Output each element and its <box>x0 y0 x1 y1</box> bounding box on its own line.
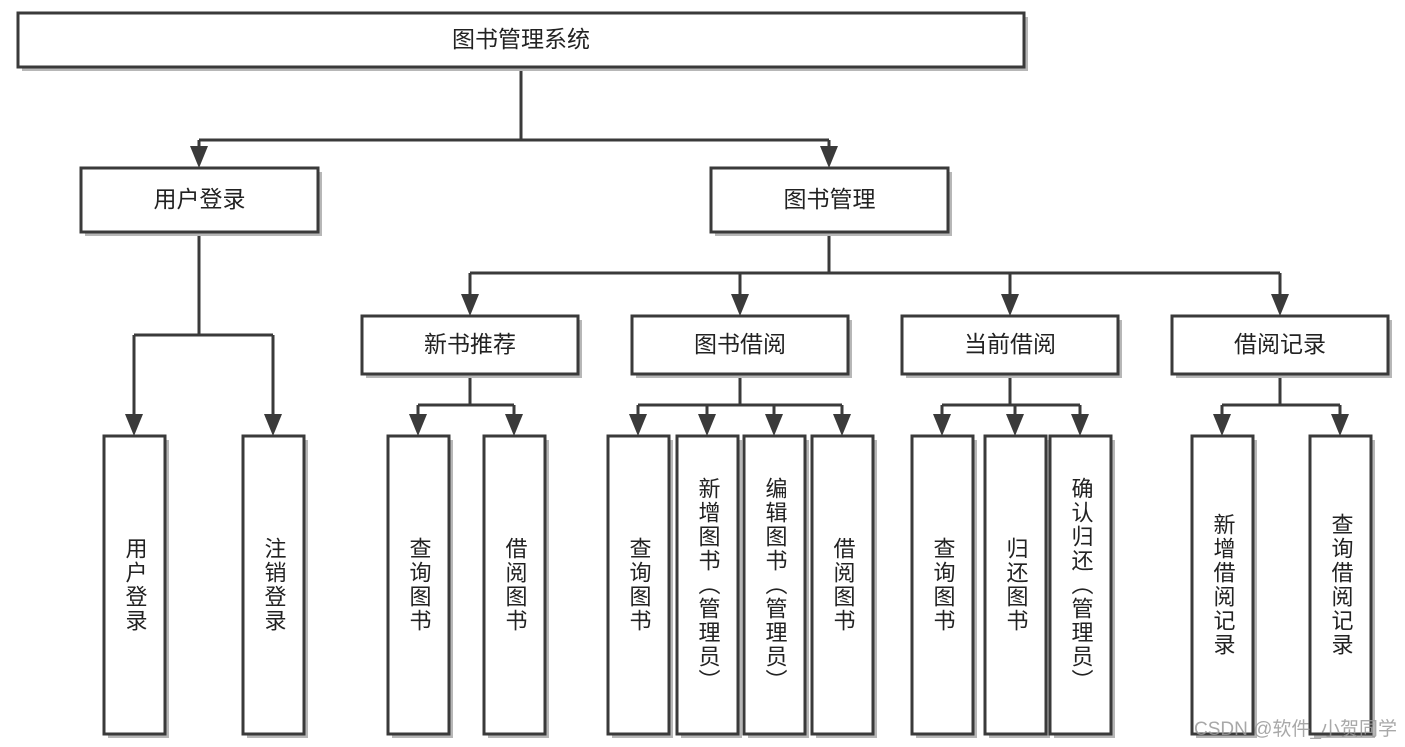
connectors-layer <box>125 67 1349 436</box>
watermark-text: CSDN @软件_小贺同学 <box>1194 719 1397 740</box>
connector-borrow-child-2-head <box>765 414 783 436</box>
node-label-new-book-recommend: 新书推荐 <box>424 331 516 357</box>
node-box-leaf-add-borrow-record[interactable] <box>1190 434 1255 736</box>
connector-bookmgmt-child-2-head <box>1001 294 1019 316</box>
node-box-root[interactable] <box>16 11 1026 69</box>
connector-current-child-2-head <box>1071 414 1089 436</box>
node-box-leaf-borrow-book-recommend[interactable] <box>482 434 547 736</box>
node-box-leaf-query-book-current[interactable] <box>910 434 975 736</box>
node-box-book-management[interactable] <box>709 166 950 234</box>
node-box-leaf-confirm-return-admin[interactable] <box>1048 434 1113 736</box>
node-box-leaf-logout[interactable] <box>241 434 306 736</box>
node-box-borrow-records[interactable] <box>1170 314 1390 376</box>
node-box-leaf-borrow-book[interactable] <box>810 434 875 736</box>
node-label-book-borrow: 图书借阅 <box>694 331 786 357</box>
node-boxes-layer <box>16 11 1392 738</box>
node-label-user-login: 用户登录 <box>154 186 246 212</box>
connector-bookmgmt-child-3-head <box>1271 294 1289 316</box>
connector-bookmgmt-child-1-head <box>731 294 749 316</box>
node-box-leaf-return-book[interactable] <box>983 434 1048 736</box>
connector-borrow-child-0-head <box>629 414 647 436</box>
node-label-book-management: 图书管理 <box>784 186 876 212</box>
connector-bookmgmt-child-0-head <box>461 294 479 316</box>
connector-records-child-0-head <box>1213 414 1231 436</box>
connector-recommend-child-0-head <box>409 414 427 436</box>
node-box-leaf-query-book-recommend[interactable] <box>386 434 451 736</box>
node-box-book-borrow[interactable] <box>630 314 850 376</box>
node-box-current-borrow[interactable] <box>900 314 1120 376</box>
node-box-leaf-query-book-borrow[interactable] <box>606 434 671 736</box>
node-box-new-book-recommend[interactable] <box>360 314 580 376</box>
connector-current-child-0-head <box>933 414 951 436</box>
node-label-borrow-records: 借阅记录 <box>1234 331 1326 357</box>
connector-records-child-1-head <box>1331 414 1349 436</box>
connector-borrow-child-1-head <box>698 414 716 436</box>
connector-borrow-child-3-head <box>833 414 851 436</box>
connector-recommend-child-1-head <box>505 414 523 436</box>
connector-root-child-0-head <box>190 146 208 168</box>
connector-current-child-1-head <box>1006 414 1024 436</box>
node-box-user-login[interactable] <box>79 166 320 234</box>
node-box-leaf-edit-book-admin[interactable] <box>742 434 807 736</box>
node-box-leaf-user-login[interactable] <box>102 434 167 736</box>
node-label-current-borrow: 当前借阅 <box>964 331 1056 357</box>
node-box-leaf-add-book-admin[interactable] <box>675 434 740 736</box>
connector-userlogin-child-0-head <box>125 414 143 436</box>
connector-userlogin-child-1-head <box>264 414 282 436</box>
node-label-root: 图书管理系统 <box>452 26 590 52</box>
node-box-leaf-query-borrow-record[interactable] <box>1308 434 1373 736</box>
connector-root-child-1-head <box>820 146 838 168</box>
